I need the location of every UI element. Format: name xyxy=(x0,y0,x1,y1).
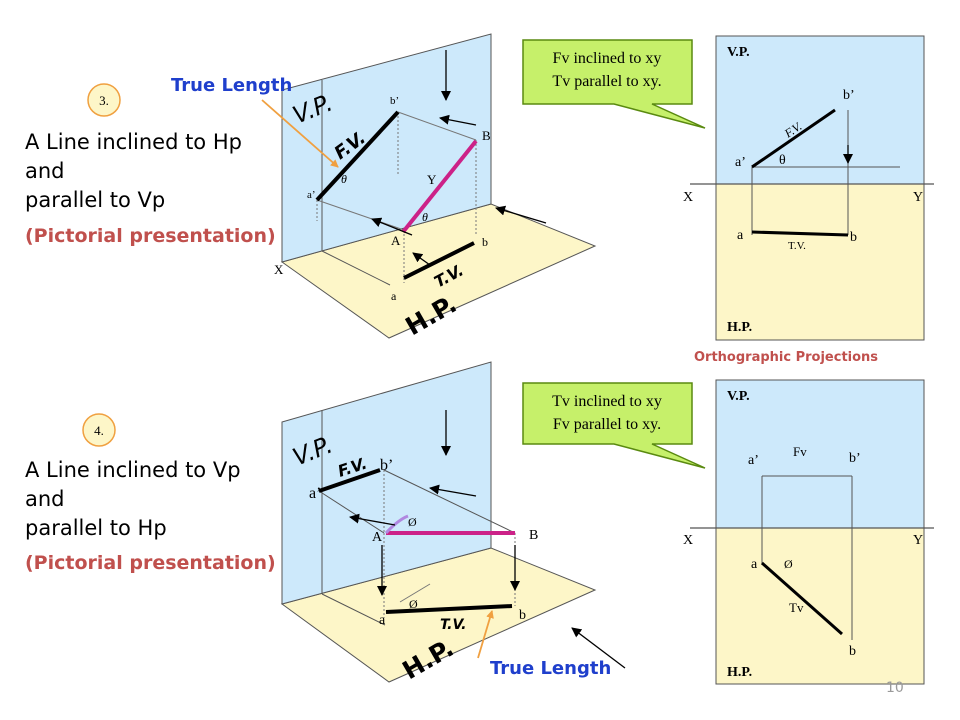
callout-line-2: Tv parallel to xy. xyxy=(552,73,661,90)
x-label: X xyxy=(683,533,693,548)
vp-plane xyxy=(281,361,492,605)
vp-label: V.P. xyxy=(727,45,750,60)
problem3-title-line-2: and xyxy=(25,159,65,183)
tv-label: T.V. xyxy=(788,240,806,252)
a-prime-label: a’ xyxy=(748,453,759,468)
problem3-pictorial-diagram: V.P. F.V. b’ a’ θ θ B A Y X b a T.V. H.P… xyxy=(261,33,597,341)
a-prime-label: a’ xyxy=(735,155,746,170)
tv-label: Tv xyxy=(789,600,804,615)
front-view-line xyxy=(315,110,400,202)
x-label: X xyxy=(683,190,693,205)
problem4-subtitle: (Pictorial presentation) xyxy=(25,552,276,574)
page-number: 10 xyxy=(886,680,904,696)
problem3-orthographic-diagram: V.P. H.P. b’ F.V. a’ θ X Y a b T.V. xyxy=(683,35,934,341)
problem4-title-line-3: parallel to Hp xyxy=(25,516,167,540)
callout-line-1: Fv inclined to xy xyxy=(553,50,662,67)
a-prime-label: a’ xyxy=(307,189,316,201)
point-a-label: a xyxy=(391,289,397,303)
problem4-orthographic-diagram: V.P. H.P. a’ Fv b’ X Y a Ø Tv b xyxy=(683,379,934,685)
theta-label-fv: θ xyxy=(341,172,347,186)
point-B-label: B xyxy=(482,128,491,143)
problem4-title-line-2: and xyxy=(25,487,65,511)
phi-label: Ø xyxy=(784,557,793,571)
a-label: a xyxy=(737,228,744,243)
point-b-label: b xyxy=(482,235,488,249)
callout-line-2: Fv parallel to xy. xyxy=(553,416,661,433)
true-line-ab xyxy=(401,139,478,234)
front-view-line xyxy=(318,468,381,493)
b-label: b xyxy=(850,230,857,245)
tv-label: T.V. xyxy=(440,617,466,633)
hp-label: H.P. xyxy=(727,665,752,680)
point-b-label: b xyxy=(519,608,526,623)
problem3-title-line-1: A Line inclined to Hp xyxy=(25,130,242,154)
b-prime-label: b’ xyxy=(380,457,393,474)
problem3-title: A Line inclined to Hp and parallel to Vp xyxy=(25,128,242,215)
svg-text:3.: 3. xyxy=(99,93,109,108)
fv-line xyxy=(751,108,836,169)
fv-label: Fv xyxy=(793,444,807,459)
b-prime-label: b’ xyxy=(843,88,855,103)
vp-plane xyxy=(281,33,492,263)
y-label: Y xyxy=(913,533,923,548)
vp-label: V.P. xyxy=(727,389,750,404)
top-view-line xyxy=(403,241,475,280)
a-prime-label: a’ xyxy=(309,485,321,502)
top-view-line xyxy=(385,604,513,614)
b-prime-label: b’ xyxy=(390,95,399,107)
orthographic-projections-caption: Orthographic Projections xyxy=(694,350,879,365)
problem4-title: A Line inclined to Vp and parallel to Hp xyxy=(25,456,241,543)
point-a-label: a xyxy=(379,613,386,628)
problem3-subtitle: (Pictorial presentation) xyxy=(25,225,276,247)
y-label: Y xyxy=(913,190,923,205)
phi-label-upper: Ø xyxy=(408,515,417,529)
b-prime-label: b’ xyxy=(849,451,861,466)
problem3-title-line-3: parallel to Vp xyxy=(25,188,166,212)
theta-label: θ xyxy=(779,153,786,168)
problem3-number-badge: 3. xyxy=(87,83,121,117)
callout-line-1: Tv inclined to xy xyxy=(552,393,662,410)
point-A-label: A xyxy=(391,233,401,248)
theta-label-ab: θ xyxy=(422,210,428,224)
svg-text:4.: 4. xyxy=(94,423,104,438)
problem4-callout: Tv inclined to xy Fv parallel to xy. xyxy=(522,382,706,469)
point-B-label: B xyxy=(529,528,538,543)
phi-label-lower: Ø xyxy=(409,597,418,611)
problem3-callout: Fv inclined to xy Tv parallel to xy. xyxy=(522,39,706,129)
a-label: a xyxy=(751,557,758,572)
problem3-true-length-label: True Length xyxy=(171,75,293,96)
x-label: X xyxy=(274,262,284,277)
b-label: b xyxy=(849,644,856,659)
problem4-title-line-1: A Line inclined to Vp xyxy=(25,458,241,482)
point-A-label: A xyxy=(372,530,383,545)
hp-label: H.P. xyxy=(727,320,752,335)
tv-line xyxy=(751,230,849,237)
y-label: Y xyxy=(427,172,437,187)
problem4-number-badge: 4. xyxy=(82,413,116,447)
tv-line xyxy=(761,561,843,636)
problem4-true-length-label: True Length xyxy=(490,658,612,679)
